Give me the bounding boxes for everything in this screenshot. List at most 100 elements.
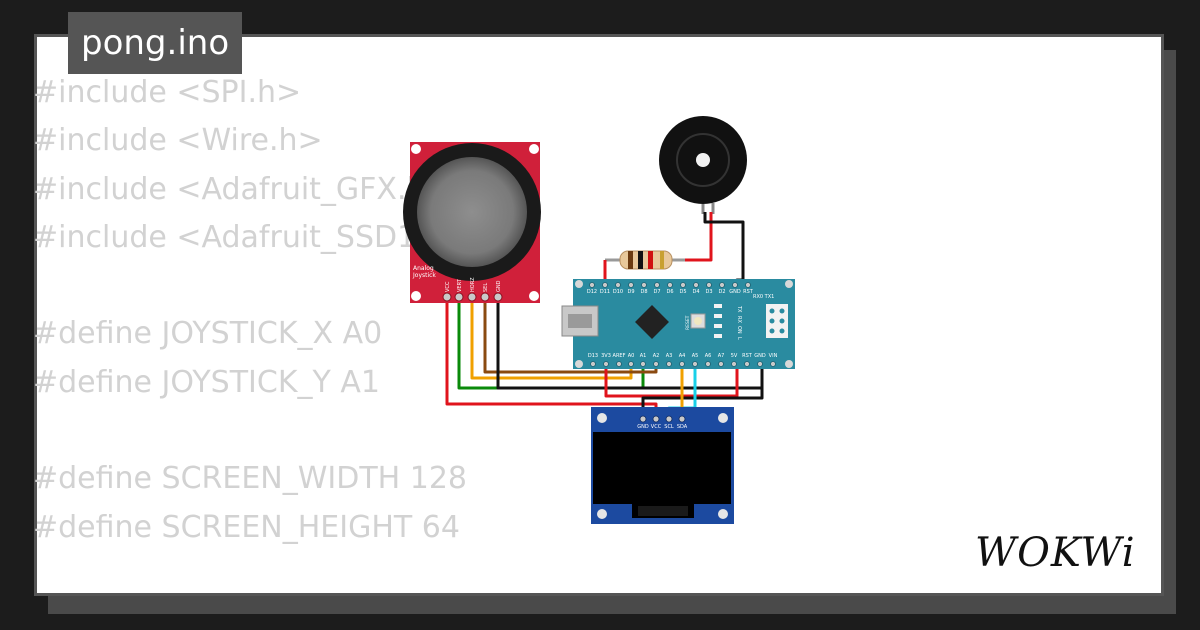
joystick-pin-label: GND — [496, 280, 502, 292]
joystick-pin-label: VCC — [445, 281, 451, 292]
joystick-label: Analog — [413, 265, 434, 272]
arduino-pin[interactable] — [628, 282, 634, 288]
arduino-pin-label: RST — [742, 353, 753, 359]
joystick-pin-label: VERT — [457, 278, 463, 292]
oled-display[interactable]: GND VCC SCL SDA — [591, 407, 734, 524]
arduino-pin-label: D6 — [666, 289, 673, 295]
mcu-chip — [635, 305, 669, 339]
arduino-pin-label: RST — [743, 289, 754, 295]
arduino-pin[interactable] — [719, 282, 725, 288]
arduino-pin-label: AREF — [613, 353, 626, 359]
arduino-pin[interactable] — [732, 282, 738, 288]
wire-resistor-buzzer — [685, 212, 713, 262]
arduino-pin-label: A4 — [679, 353, 686, 359]
arduino-pin-label: D8 — [640, 289, 647, 295]
oled-pin[interactable] — [639, 415, 647, 423]
joystick-pin[interactable] — [442, 292, 452, 302]
arduino-pin-label: A1 — [640, 353, 647, 359]
arduino-pin-label: A7 — [718, 353, 725, 359]
code-line: #define JOYSTICK_X A0 — [33, 316, 383, 352]
code-line: #include <SPI.h> — [33, 75, 302, 110]
arduino-pin[interactable] — [680, 282, 686, 288]
led-label: L — [736, 337, 742, 340]
oled-pin-label: GND — [637, 424, 649, 430]
arduino-pin-label: D5 — [679, 289, 686, 295]
arduino-nano[interactable]: RESET TX RX ON L RX0 TX1 D12 D11 D10 D9 — [561, 279, 795, 369]
arduino-pin[interactable] — [641, 282, 647, 288]
reset-button[interactable] — [694, 317, 702, 325]
oled-pin[interactable] — [665, 415, 673, 423]
arduino-pin[interactable] — [666, 361, 672, 367]
arduino-pin-label: D7 — [653, 289, 660, 295]
arduino-pin[interactable] — [602, 282, 608, 288]
resistor[interactable] — [605, 250, 685, 270]
wire-joystick-gnd — [496, 299, 764, 390]
arduino-pin[interactable] — [744, 361, 750, 367]
arduino-pin-label: D10 — [613, 289, 623, 295]
arduino-pin-label: D9 — [627, 289, 634, 295]
arduino-pin-label: 3V3 — [601, 353, 611, 359]
code-snippet: #include <SPI.h> #include <Wire.h> #incl… — [33, 69, 527, 552]
arduino-pin-label: A2 — [653, 353, 660, 359]
joystick-pin-label: HORZ — [470, 277, 476, 292]
project-title: pong.ino — [68, 12, 243, 74]
arduino-pin[interactable] — [640, 361, 646, 367]
arduino-pin-label: D2 — [718, 289, 725, 295]
arduino-pin[interactable] — [757, 361, 763, 367]
oled-screen — [593, 432, 731, 504]
arduino-pin-label: D3 — [705, 289, 712, 295]
wire-5v — [604, 358, 739, 398]
arduino-pin-label: A3 — [666, 353, 673, 359]
joystick-pin[interactable] — [480, 292, 490, 302]
arduino-pin[interactable] — [589, 282, 595, 288]
arduino-pin[interactable] — [679, 361, 685, 367]
joystick-pin-label: SEL — [483, 283, 489, 292]
arduino-pin[interactable] — [667, 282, 673, 288]
arduino-pin[interactable] — [692, 361, 698, 367]
oled-pin-label: SDA — [677, 424, 688, 430]
oled-pin-label: SCL — [664, 424, 674, 430]
arduino-pin[interactable] — [628, 361, 634, 367]
logo-text: WOKWi — [975, 530, 1136, 576]
arduino-pin[interactable] — [615, 282, 621, 288]
arduino-pin-label: D4 — [692, 289, 699, 295]
arduino-pin-label: A5 — [692, 353, 699, 359]
arduino-pin[interactable] — [590, 361, 596, 367]
joystick-pin[interactable] — [454, 292, 464, 302]
oled-pin[interactable] — [678, 415, 686, 423]
led-label: ON — [736, 326, 742, 334]
arduino-pin[interactable] — [770, 361, 776, 367]
rx-tx-label: RX0 TX1 — [753, 294, 774, 300]
code-line: #define JOYSTICK_Y A1 — [33, 364, 380, 400]
arduino-pin[interactable] — [718, 361, 724, 367]
arduino-pin-label: GND — [754, 353, 766, 359]
code-line: #include <Wire.h> — [33, 123, 323, 159]
arduino-pin[interactable] — [654, 282, 660, 288]
joystick-pin[interactable] — [493, 292, 503, 302]
arduino-pin-label: D12 — [587, 289, 597, 295]
arduino-pin[interactable] — [706, 282, 712, 288]
oled-pin-label: VCC — [651, 424, 662, 430]
arduino-pin[interactable] — [616, 361, 622, 367]
arduino-pin-label: A6 — [705, 353, 712, 359]
led-label: TX — [736, 305, 742, 313]
arduino-pin-label: VIN — [769, 353, 778, 359]
joystick-pin[interactable] — [467, 292, 477, 302]
arduino-pin[interactable] — [705, 361, 711, 367]
arduino-pin[interactable] — [731, 361, 737, 367]
buzzer[interactable] — [659, 116, 747, 214]
icsp-header — [766, 304, 788, 338]
analog-joystick[interactable]: Analog Joystick VCC VERT HORZ SEL GND — [403, 142, 541, 303]
arduino-pin[interactable] — [603, 361, 609, 367]
arduino-pin-label: 5V — [731, 353, 738, 359]
arduino-pin[interactable] — [745, 282, 751, 288]
arduino-pin-label: GND — [729, 289, 741, 295]
led-label: RX — [736, 316, 742, 323]
arduino-pin-label: D11 — [600, 289, 610, 295]
arduino-pin[interactable] — [693, 282, 699, 288]
arduino-pin[interactable] — [653, 361, 659, 367]
oled-pin[interactable] — [652, 415, 660, 423]
code-line: #define SCREEN_WIDTH 128 — [33, 461, 468, 497]
arduino-pin-label: D13 — [588, 353, 598, 359]
